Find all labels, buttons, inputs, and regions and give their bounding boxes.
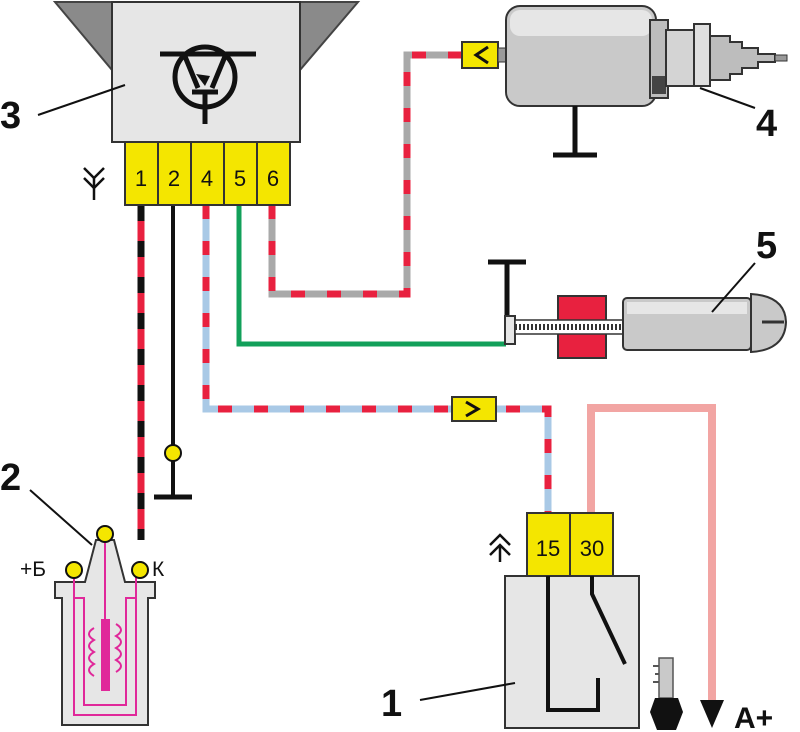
pin-1: 1 [135,166,147,191]
valve-connector-arrow-icon [473,45,489,65]
plug-symbol-switch-icon [489,533,511,562]
pin-2: 2 [168,166,180,191]
ignition-switch: 15 30 1 [381,512,640,729]
label-throttle-switch: 5 [756,225,777,267]
coil-winding [73,540,137,716]
wire-battery [587,404,716,700]
pin-5: 5 [234,166,246,191]
pin-30: 30 [580,536,604,561]
transistor-arrow-icon [196,74,210,86]
coil-plus-label: +Б [20,558,46,581]
commutator-connector: 1 2 4 5 6 [124,141,291,206]
commutator: 1 2 4 5 6 3 [0,1,361,206]
throttle-switch: 5 [488,225,788,359]
ignition-coil: +Б К 2 [0,457,165,726]
mount-right [299,1,361,73]
plug-symbol-icon [83,167,105,200]
battery-arrow-icon [700,700,724,728]
inline-connector [451,396,497,422]
battery-label: A+ [734,702,773,732]
wire-pin5-throttle [236,205,506,347]
leader-3 [37,84,126,116]
pin-4: 4 [201,166,213,191]
leader-5 [711,262,756,313]
label-coil: 2 [0,457,21,499]
label-valve: 4 [756,103,777,145]
label-switch: 1 [381,683,402,725]
leader-2 [29,489,93,546]
ground-point [164,444,182,462]
wire-pin2-ground [154,205,192,500]
terminal-hv [96,525,114,543]
transistor-icon [160,44,256,124]
inline-connector-arrow-icon [465,400,481,418]
wire-pin6-valve [268,51,462,298]
key-icon [650,657,683,730]
coil-k-label: К [152,558,165,581]
terminal-plus [65,561,83,579]
switch-body [504,575,640,729]
terminal-k [131,561,149,579]
valve-connector [461,41,499,69]
label-commutator: 3 [0,95,21,137]
wire-pin4-switch [202,205,552,513]
leader-4 [699,87,756,109]
solenoid-valve: 4 [461,5,788,158]
mount-left [52,1,113,73]
pin-15: 15 [536,536,560,561]
pin-6: 6 [267,166,279,191]
switch-connector: 15 30 [526,512,614,577]
switch-contacts [546,576,627,712]
leader-1 [419,682,516,701]
